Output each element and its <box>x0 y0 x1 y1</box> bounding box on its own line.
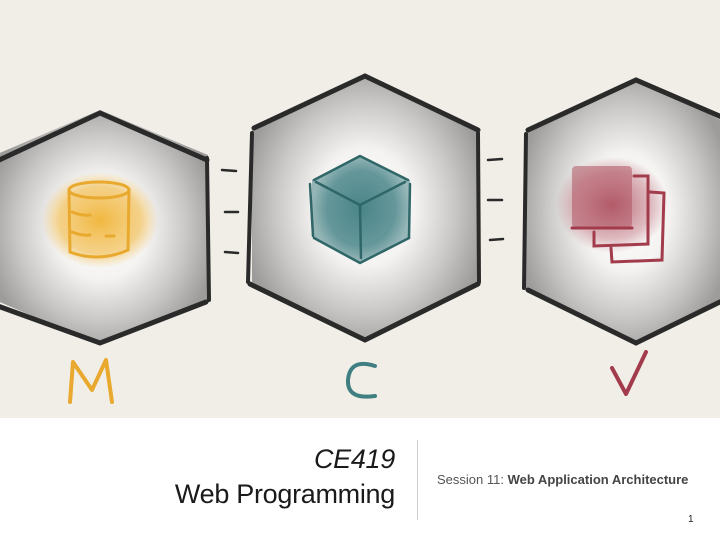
course-code: CE419 <box>313 444 395 474</box>
view-letter <box>610 350 648 396</box>
cube-icon <box>308 154 412 265</box>
title-footer <box>0 418 720 540</box>
connector-dashes-right <box>486 157 505 242</box>
session-prefix: Session 11: <box>437 472 504 487</box>
course-name: Web Programming <box>174 479 395 509</box>
database-icon <box>42 172 158 268</box>
stacked-pages-icon <box>556 157 668 264</box>
session-line: Session 11: Web Application Architecture <box>437 472 688 487</box>
controller-letter <box>346 361 377 399</box>
title-divider <box>417 440 418 520</box>
mvc-illustration <box>0 0 720 418</box>
connector-dashes-left <box>220 168 240 255</box>
page-number: 1 <box>688 514 694 525</box>
session-title: Web Application Architecture <box>507 472 689 487</box>
model-letter <box>68 358 114 404</box>
